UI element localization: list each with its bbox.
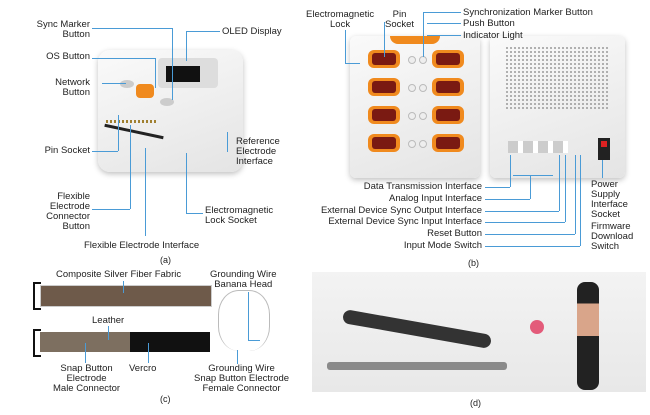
label-push-button: Push Button bbox=[463, 18, 515, 29]
label-leather: Leather bbox=[92, 315, 125, 326]
label-flex-connector: Flexible Electrode Connector Button bbox=[46, 191, 90, 232]
caption-c: (c) bbox=[160, 394, 171, 404]
electrode-socket-right bbox=[432, 134, 464, 152]
pin-row bbox=[106, 120, 156, 123]
label-vercro: Vercro bbox=[129, 363, 157, 374]
push-button bbox=[408, 112, 416, 120]
label-em-lock-socket: Electromagnetic Lock Socket bbox=[205, 205, 274, 226]
label-pin-socket: Pin Socket bbox=[44, 145, 90, 156]
strap-fabric bbox=[40, 285, 212, 307]
electrode-socket-left bbox=[368, 106, 400, 124]
strap-leather bbox=[40, 332, 130, 352]
indicator-light bbox=[419, 56, 427, 64]
electrode-socket-right bbox=[432, 106, 464, 124]
label-data-tx: Data Transmission Interface bbox=[363, 181, 482, 192]
exercise-mat bbox=[327, 362, 507, 370]
electrode-socket-right bbox=[432, 50, 464, 68]
label-snap-male: Snap Button Electrode Male Connector bbox=[53, 363, 121, 394]
caption-a: (a) bbox=[160, 255, 171, 265]
port-block bbox=[508, 141, 568, 153]
grounding-wire bbox=[218, 290, 270, 351]
usage-photo bbox=[312, 272, 646, 392]
electrode-socket-right bbox=[432, 78, 464, 96]
strap-vercro bbox=[130, 332, 210, 352]
network-button bbox=[120, 80, 134, 88]
label-pin-socket-b: Pin Socket bbox=[385, 9, 415, 30]
label-em-lock: Electromagnetic Lock bbox=[306, 9, 375, 30]
label-power: Power Supply Interface Socket bbox=[591, 179, 628, 220]
label-indicator: Indicator Light bbox=[463, 30, 523, 41]
label-snap-female: Grounding Wire Snap Button Electrode Fem… bbox=[194, 363, 290, 394]
oled-screen bbox=[166, 66, 200, 82]
push-button bbox=[408, 84, 416, 92]
caption-b: (b) bbox=[468, 258, 479, 268]
electrode-socket-left bbox=[368, 134, 400, 152]
power-switch bbox=[598, 138, 610, 160]
label-input-mode: Input Mode Switch bbox=[403, 240, 482, 251]
label-firmware: Firmware Download Switch bbox=[591, 221, 634, 252]
sync-button bbox=[160, 98, 174, 106]
plank-person bbox=[341, 309, 493, 349]
strap-buckle bbox=[33, 282, 41, 310]
rear-panel bbox=[490, 36, 625, 178]
electrode-socket-left bbox=[368, 50, 400, 68]
label-reference: Reference Electrode Interface bbox=[236, 136, 280, 167]
os-button bbox=[136, 84, 154, 98]
flex-slot bbox=[104, 123, 164, 140]
electrode-socket-left bbox=[368, 78, 400, 96]
kettlebell bbox=[530, 320, 544, 334]
label-flex-interface: Flexible Electrode Interface bbox=[84, 240, 200, 251]
indicator-light bbox=[419, 140, 427, 148]
label-os-button: OS Button bbox=[46, 51, 90, 62]
indicator-light bbox=[419, 112, 427, 120]
label-reset: Reset Button bbox=[427, 228, 482, 239]
label-banana: Grounding Wire Banana Head bbox=[210, 269, 277, 290]
caption-d: (d) bbox=[470, 398, 481, 408]
label-sync-marker-b: Synchronization Marker Button bbox=[463, 7, 593, 18]
indicator-light bbox=[419, 84, 427, 92]
label-fabric: Composite Silver Fiber Fabric bbox=[56, 269, 182, 280]
label-analog: Analog Input Interface bbox=[389, 193, 482, 204]
acquisition-device bbox=[98, 50, 243, 172]
label-network: Network Button bbox=[55, 77, 90, 98]
standing-person bbox=[577, 282, 599, 390]
label-oled: OLED Display bbox=[222, 26, 282, 37]
label-ext-out: External Device Sync Output Interface bbox=[320, 205, 482, 216]
label-sync-marker: Sync Marker Button bbox=[36, 19, 90, 40]
push-button bbox=[408, 140, 416, 148]
push-button bbox=[408, 56, 416, 64]
label-ext-in: External Device Sync Input Interface bbox=[328, 216, 482, 227]
speaker-grille bbox=[505, 46, 610, 111]
